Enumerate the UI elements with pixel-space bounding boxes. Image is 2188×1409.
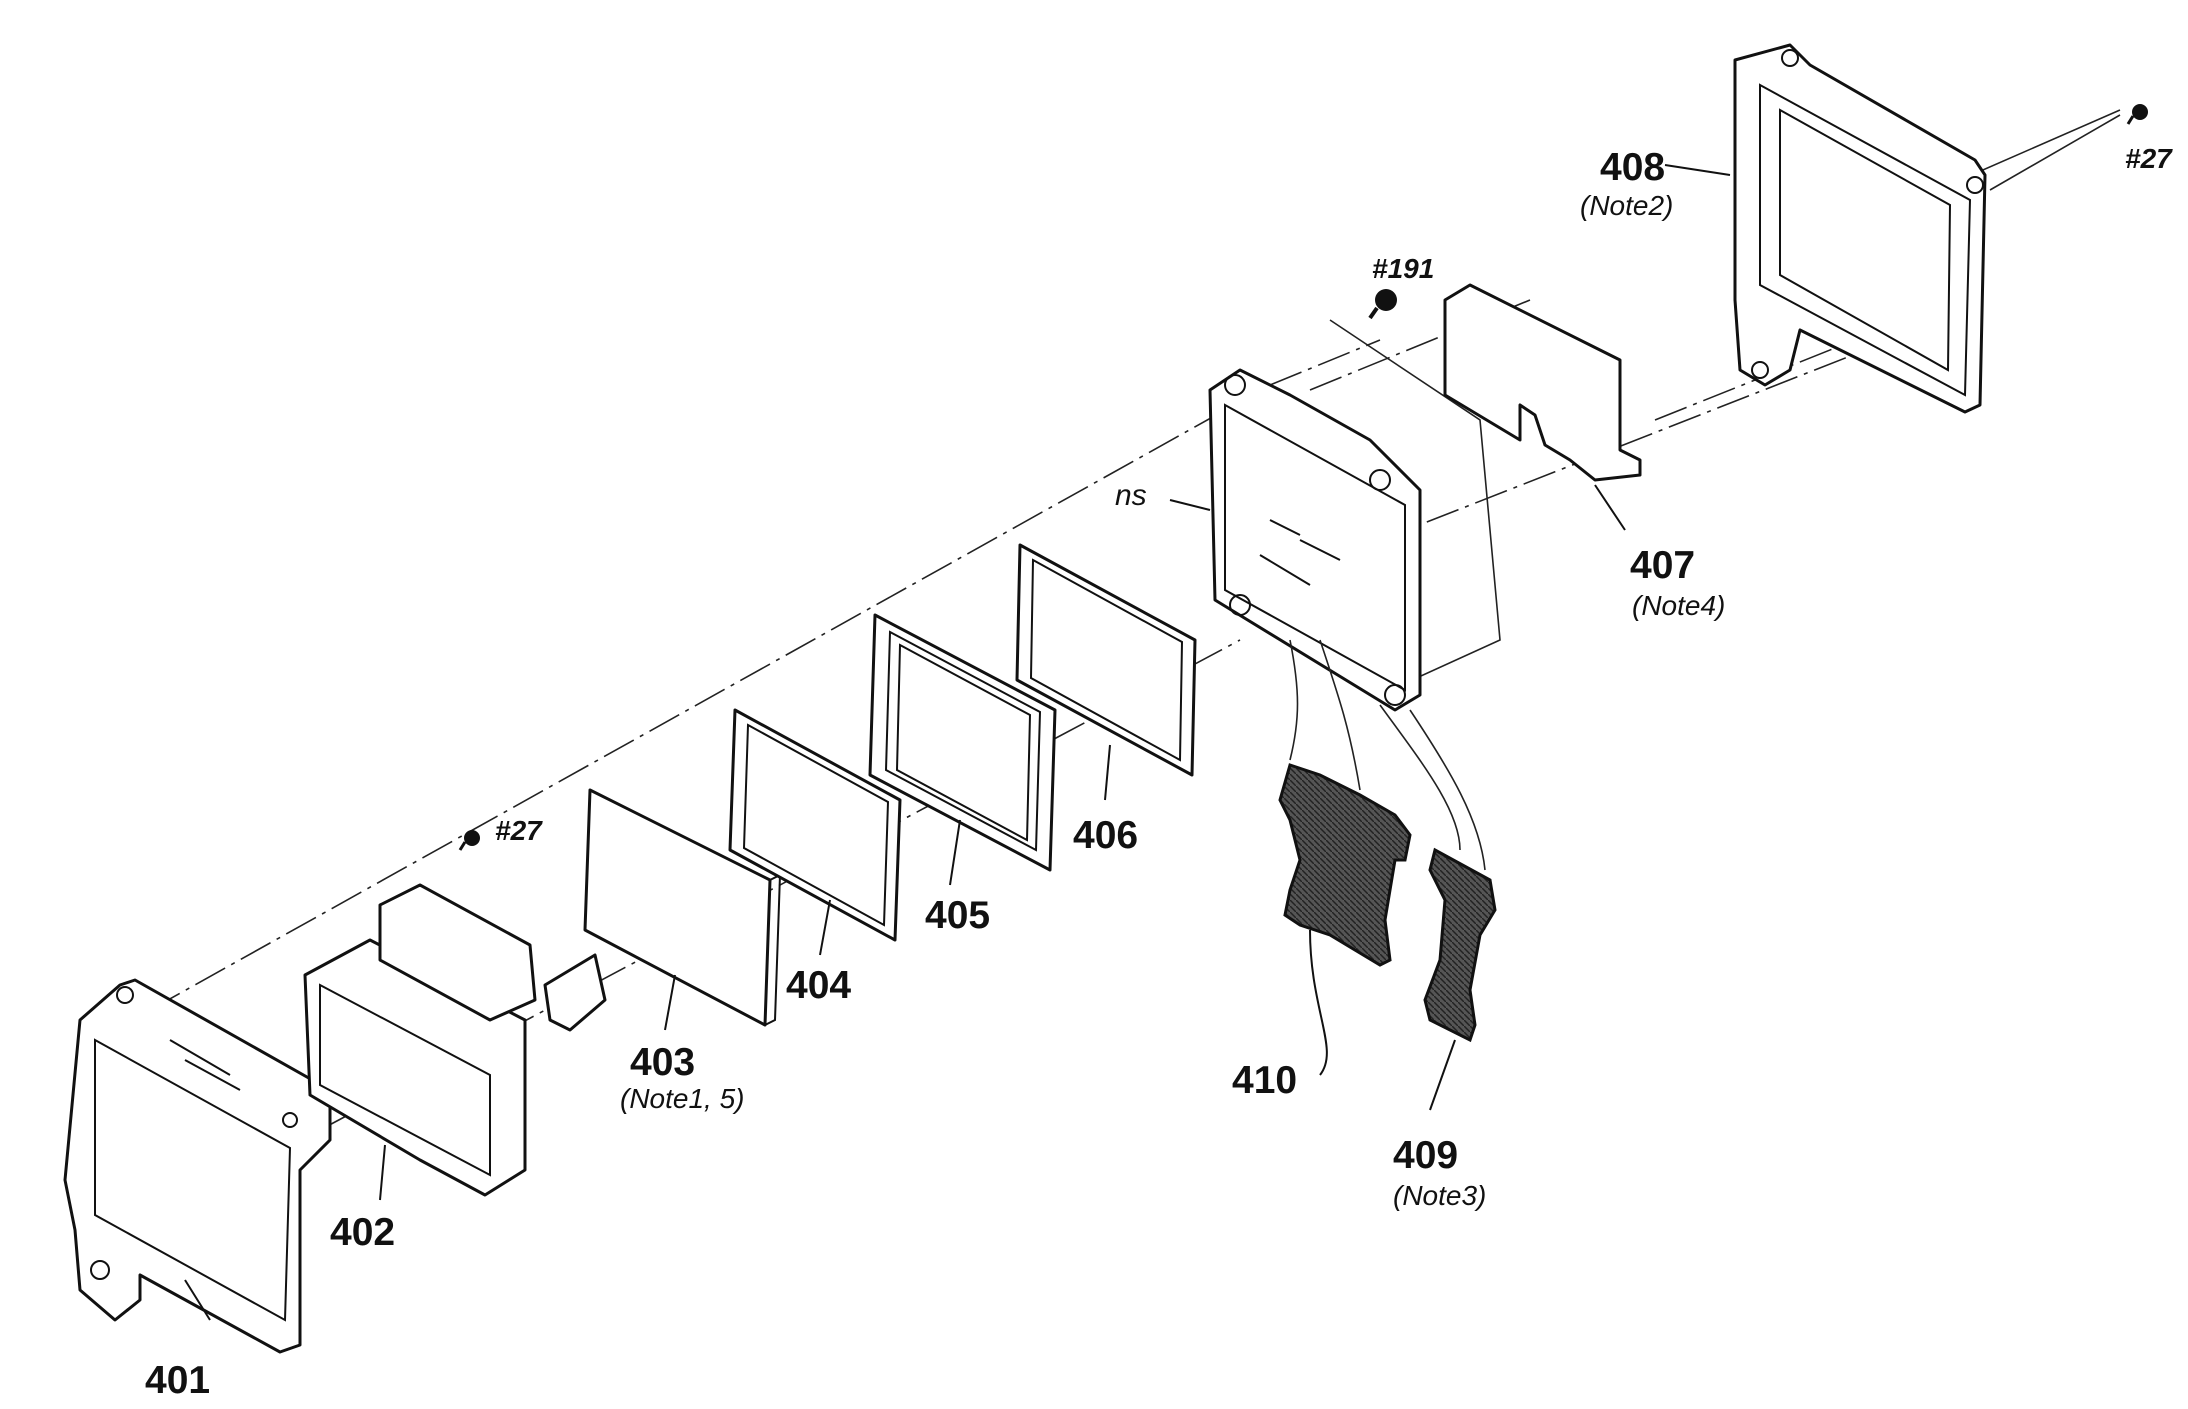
label-404: 404 xyxy=(786,964,851,1007)
screw-27-right-icon xyxy=(2126,104,2148,125)
label-406: 406 xyxy=(1073,814,1138,857)
label-leaders xyxy=(184,164,1731,1321)
flex-routing-lines xyxy=(1289,639,1486,871)
label-408: 408 xyxy=(1600,146,1665,189)
label-401: 401 xyxy=(145,1359,210,1402)
label-ns: ns xyxy=(1115,479,1147,512)
label-405: 405 xyxy=(925,894,990,937)
note-408: (Note2) xyxy=(1580,190,1673,221)
part-406-gasket xyxy=(1015,543,1197,777)
part-410-flex-cable xyxy=(1278,763,1412,1076)
label-screw-27-right: #27 xyxy=(2125,143,2173,174)
label-screw-27-left: #27 xyxy=(495,815,543,846)
note-403: (Note1, 5) xyxy=(620,1083,745,1114)
part-408-rear-bracket xyxy=(1733,43,1987,414)
label-screw-191: #191 xyxy=(1372,253,1434,284)
label-409: 409 xyxy=(1393,1134,1458,1177)
label-410: 410 xyxy=(1232,1059,1297,1102)
note-409: (Note3) xyxy=(1393,1180,1486,1211)
note-407: (Note4) xyxy=(1632,590,1725,621)
part-409-flex-cable xyxy=(1423,847,1497,1111)
part-404-thin-frame xyxy=(728,708,902,942)
part-403-filter-plate xyxy=(583,788,782,1027)
label-407: 407 xyxy=(1630,544,1695,587)
part-402-inner-frame xyxy=(303,883,607,1197)
part-405-rubber-frame xyxy=(868,613,1057,872)
screw-27-left-icon xyxy=(458,830,480,851)
label-403: 403 xyxy=(630,1041,695,1084)
part-407-heat-sheet xyxy=(1443,283,1642,482)
part-ns-sensor-block xyxy=(1208,368,1422,712)
label-402: 402 xyxy=(330,1211,395,1254)
part-401-front-frame xyxy=(63,978,332,1354)
screw-191-icon xyxy=(1368,289,1397,320)
